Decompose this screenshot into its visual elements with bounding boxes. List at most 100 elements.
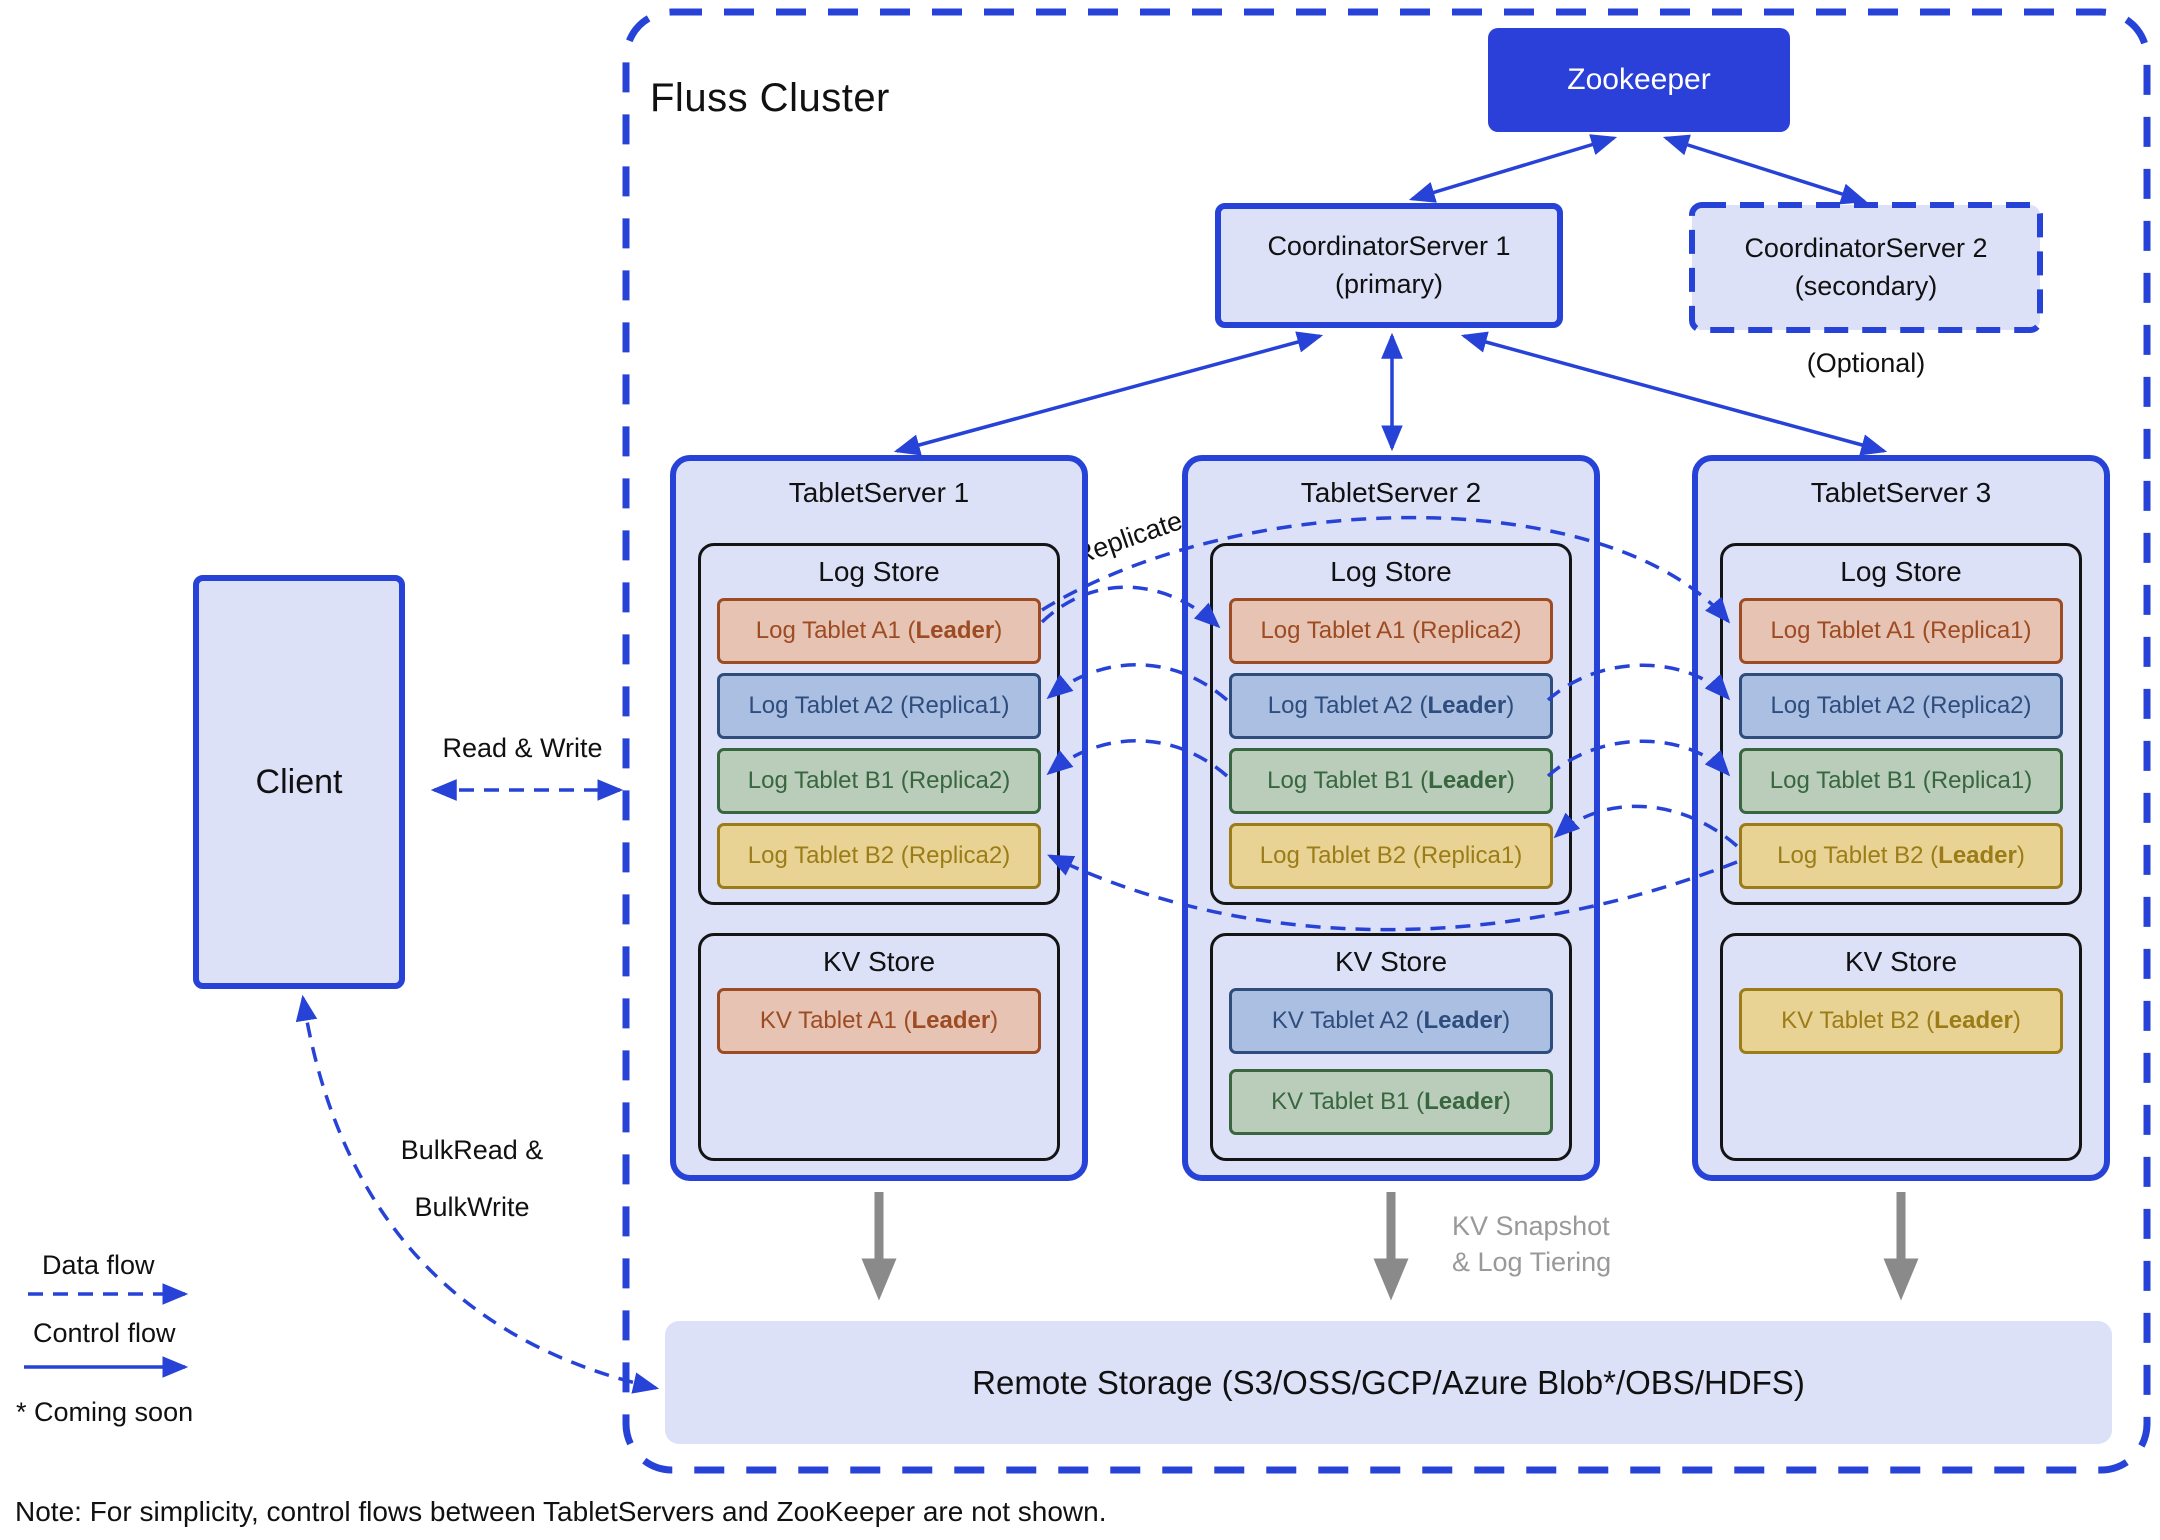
tablet-name-close: ) [1513, 617, 1522, 644]
kv-store-title: KV Store [1334, 946, 1448, 977]
coordinator-server-1-name: CoordinatorServer 1 [1267, 230, 1511, 261]
remote-storage-box: Remote Storage (S3/OSS/GCP/Azure Blob*/O… [665, 1321, 2112, 1444]
read-write-label: Read & Write [442, 733, 603, 763]
legend-data-flow-label: Data flow [42, 1250, 155, 1280]
tablet-name: Log Tablet B2 ( [1259, 842, 1421, 869]
tablet: Log Tablet B2 (Replica1) [1229, 823, 1553, 889]
tablet: Log Tablet B1 (Leader) [1229, 748, 1553, 814]
zookeeper-label: Zookeeper [1567, 63, 1711, 96]
tablet-role: Replica1 [1930, 617, 2024, 644]
tablet-name: Log Tablet A2 ( [748, 692, 909, 719]
tablet-role: Leader [1424, 1088, 1503, 1115]
tablet-name-close: ) [2023, 692, 2032, 719]
tablet-role: Leader [911, 1007, 991, 1034]
tablet-name: Log Tablet A2 ( [1770, 692, 1931, 719]
kv-store-title: KV Store [822, 946, 936, 977]
tablet: KV Tablet B1 (Leader) [1229, 1069, 1553, 1135]
optional-caption: (Optional) [1806, 348, 1926, 378]
tablet-name-close: ) [2024, 767, 2033, 794]
tablet-role: Leader [1427, 692, 1507, 719]
tablet: Log Tablet A1 (Replica1) [1739, 598, 2063, 664]
tablet-name-close: ) [1506, 767, 1515, 794]
tabletserver-title: TabletServer 3 [1810, 477, 1992, 508]
tabletserver-panel-1: TabletServer 1 Log Store Log Tablet A1 (… [670, 455, 1088, 1181]
tablet-role: Leader [1934, 1007, 2013, 1034]
tablet-role: Leader [1938, 842, 2017, 869]
tablet-name-close: ) [2016, 842, 2025, 869]
tablet-name-close: ) [1514, 842, 1523, 869]
coordinator-server-2-role: (secondary) [1794, 270, 1938, 301]
kv-store-title: KV Store [1844, 946, 1958, 977]
tablet-name: Log Tablet A1 ( [1260, 617, 1421, 644]
tablet-name: KV Tablet B2 ( [1781, 1007, 1935, 1034]
log-tablets: Log Tablet A1 (Replica2)Log Tablet A2 (L… [1229, 598, 1553, 889]
tablet-name-close: ) [1502, 1088, 1511, 1115]
footnote: Note: For simplicity, control flows betw… [15, 1496, 1107, 1527]
tablet-name: Log Tablet B1 ( [747, 767, 909, 794]
kv-store: KV Store KV Tablet B2 (Leader) [1720, 933, 2082, 1161]
control-flow-zookeeper-cs2 [1662, 134, 1868, 205]
tablet-name: KV Tablet A1 ( [759, 1007, 912, 1034]
tablet-name-close: ) [2023, 617, 2032, 644]
tablet-role: Replica2 [908, 767, 1003, 794]
tablet-role: Replica2 [1930, 692, 2024, 719]
tablet-name: Log Tablet A2 ( [1267, 692, 1428, 719]
tablet-role: Leader [1423, 1007, 1503, 1034]
tabletserver-panel-2: TabletServer 2 Log Store Log Tablet A1 (… [1182, 455, 1600, 1181]
log-store: Log Store Log Tablet A1 (Leader) Log Tabl… [698, 543, 1060, 905]
tablet: Log Tablet A2 (Replica2) [1739, 673, 2063, 739]
log-store: Log Store Log Tablet A1 (Replica1) Log Ta… [1720, 543, 2082, 905]
kv-snapshot-line1: KV Snapshot [1452, 1211, 1610, 1241]
tablet: Log Tablet A1 (Replica2) [1229, 598, 1553, 664]
tablet-name-close: ) [1002, 842, 1011, 869]
tablet-name: Log Tablet B1 ( [1769, 767, 1931, 794]
log-store-title: Log Store [1840, 556, 1962, 587]
coordinator-server-2-name: CoordinatorServer 2 [1744, 232, 1988, 263]
kv-store: KV Store KV Tablet A1 (Leader) [698, 933, 1060, 1161]
cluster-title: Fluss Cluster [650, 76, 890, 120]
tablet-name: Log Tablet B2 ( [747, 842, 909, 869]
coordinator-server-1-role: (primary) [1335, 268, 1443, 299]
tablet-role: Replica1 [908, 692, 1002, 719]
tablet-name-close: ) [1506, 692, 1515, 719]
remote-storage-label: Remote Storage (S3/OSS/GCP/Azure Blob*/O… [972, 1363, 1805, 1401]
tablet: KV Tablet A1 (Leader) [717, 988, 1041, 1054]
coordinator-server-2-box: CoordinatorServer 2 (secondary) [1692, 205, 2040, 330]
tablet-role: Replica1 [1420, 842, 1515, 869]
tablet: Log Tablet A2 (Leader) [1229, 673, 1553, 739]
tablet: Log Tablet B2 (Replica2) [717, 823, 1041, 889]
log-tablets: Log Tablet A1 (Leader)Log Tablet A2 (Rep… [717, 598, 1041, 889]
kv-snapshot-line2: & Log Tiering [1452, 1247, 1612, 1278]
kv-tablets: KV Tablet B2 (Leader) [1739, 988, 2063, 1054]
tablet-name-close: ) [994, 617, 1003, 644]
tablet-name-close: ) [1002, 767, 1011, 794]
tablet-role: Leader [1428, 767, 1507, 794]
log-store-title: Log Store [818, 556, 940, 587]
log-store: Log Store Log Tablet A1 (Replica2)Log Ta… [1210, 543, 1572, 905]
control-flow-cs1-zookeeper [1408, 134, 1618, 203]
kv-tablets: KV Tablet A1 (Leader) [717, 988, 1041, 1054]
tablet: KV Tablet A2 (Leader) [1229, 988, 1553, 1054]
tabletserver-panel-3: TabletServer 3 Log Store Log Tablet A1 (… [1692, 455, 2110, 1181]
zookeeper-box: Zookeeper [1488, 28, 1790, 132]
tablet-name-close: ) [1001, 692, 1010, 719]
tabletserver-title: TabletServer 1 [788, 477, 970, 508]
bulkwrite-label: BulkWrite [414, 1192, 530, 1222]
tablet-name: KV Tablet B1 ( [1271, 1088, 1425, 1115]
legend-coming-soon-label: * Coming soon [16, 1397, 194, 1427]
control-flow-cs1-ts1 [893, 331, 1324, 456]
tablet-role: Leader [915, 617, 995, 644]
client-label: Client [255, 762, 343, 801]
kv-snapshot-label: KV Snapshot & Log Tiering [1452, 1208, 1611, 1281]
tablet: Log Tablet A1 (Leader) [717, 598, 1041, 664]
legend-control-flow-label: Control flow [33, 1318, 176, 1348]
tablet-role: Replica2 [908, 842, 1003, 869]
tablet-name: Log Tablet B1 ( [1267, 767, 1429, 794]
tabletserver-title: TabletServer 2 [1300, 477, 1482, 508]
kv-store: KV Store KV Tablet A2 (Leader) KV Tablet … [1210, 933, 1572, 1161]
tablet-name-close: ) [2012, 1007, 2021, 1034]
tablet-role: Replica2 [1420, 617, 1514, 644]
coordinator-server-1-box: CoordinatorServer 1 (primary) [1215, 203, 1563, 328]
tablet-name-close: ) [990, 1007, 999, 1034]
bulkread-label: BulkRead & [400, 1135, 544, 1165]
